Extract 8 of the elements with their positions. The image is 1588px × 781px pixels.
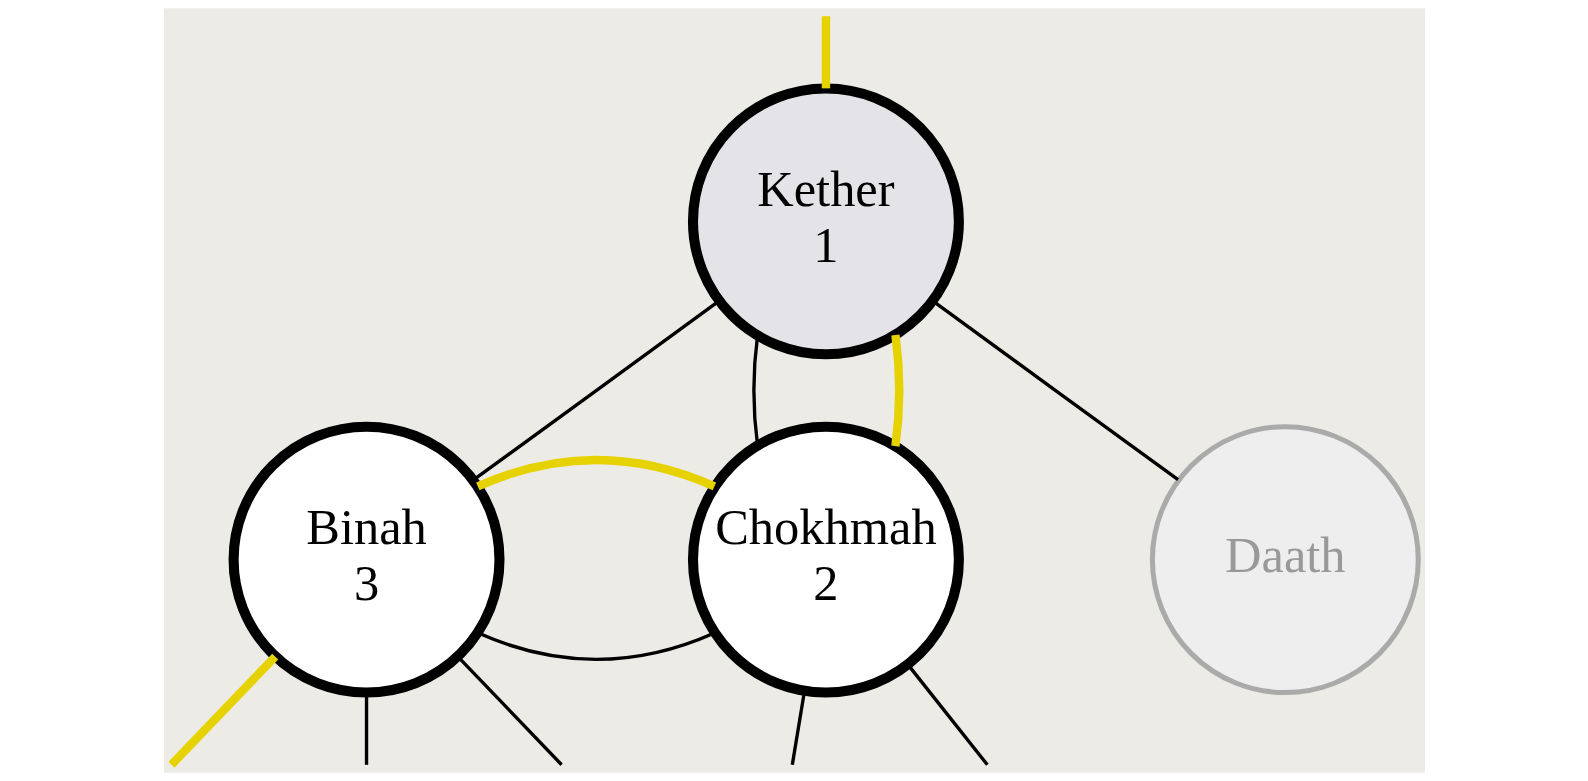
node-circle: Daath xyxy=(1149,424,1421,696)
node-circle: Binah 3 xyxy=(228,421,505,698)
connector xyxy=(821,16,830,89)
node-circle: Chokhmah 2 xyxy=(687,421,964,698)
connector xyxy=(475,455,716,491)
connector xyxy=(167,653,278,768)
node-circle: Kether 1 xyxy=(687,83,964,360)
connector xyxy=(890,334,903,447)
